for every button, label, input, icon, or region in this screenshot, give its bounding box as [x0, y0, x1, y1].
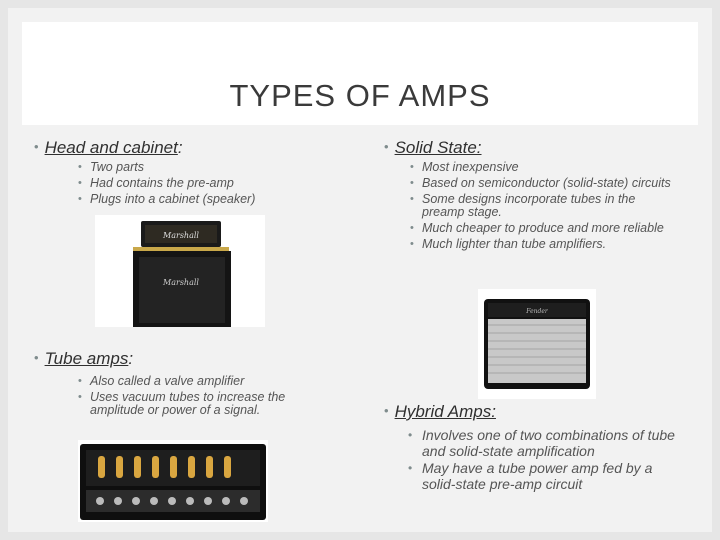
title-box: TYPES OF AMPS	[22, 22, 698, 125]
list-item: Had contains the pre-amp	[78, 177, 255, 191]
bullet-icon: •	[384, 139, 389, 154]
head-cabinet-list: Two parts Had contains the pre-amp Plugs…	[78, 161, 255, 209]
list-item: Much cheaper to produce and more reliabl…	[410, 222, 680, 236]
list-item: Also called a valve amplifier	[78, 375, 333, 389]
list-item: May have a tube power amp fed by a solid…	[408, 460, 688, 492]
combo-amp-image: Fender	[478, 289, 596, 399]
head-cabinet-colon: :	[177, 138, 183, 157]
list-item: Two parts	[78, 161, 255, 175]
list-item: Much lighter than tube amplifiers.	[410, 238, 680, 252]
marshall-logo-cab: Marshall	[162, 278, 199, 287]
slide-title: TYPES OF AMPS	[229, 78, 491, 113]
bullet-icon: •	[384, 403, 389, 418]
head-cabinet-title: Head and cabinet	[44, 138, 178, 157]
list-item: Most inexpensive	[410, 161, 680, 175]
list-item: Uses vacuum tubes to increase the amplit…	[78, 391, 333, 417]
list-item: Plugs into a cabinet (speaker)	[78, 193, 255, 207]
tube-heading: • Tube amps:	[34, 349, 133, 369]
hybrid-list: Involves one of two combinations of tube…	[408, 427, 688, 493]
tube-colon: :	[128, 349, 134, 368]
tube-list: Also called a valve amplifier Uses vacuu…	[78, 375, 333, 420]
hybrid-title: Hybrid Amps:	[394, 402, 496, 421]
hybrid-heading: • Hybrid Amps:	[384, 402, 496, 422]
solid-state-list: Most inexpensive Based on semiconductor …	[410, 161, 680, 254]
solid-state-title: Solid State:	[394, 138, 482, 157]
bullet-icon: •	[34, 350, 39, 365]
list-item: Based on semiconductor (solid-state) cir…	[410, 177, 680, 191]
tube-amp-image	[78, 440, 268, 522]
list-item: Some designs incorporate tubes in the pr…	[410, 193, 680, 219]
head-cabinet-heading: • Head and cabinet:	[34, 138, 183, 158]
solid-state-heading: • Solid State:	[384, 138, 482, 158]
tube-title: Tube amps	[44, 349, 129, 368]
list-item: Involves one of two combinations of tube…	[408, 427, 688, 459]
fender-logo: Fender	[525, 308, 549, 315]
marshall-stack-image: Marshall Marshall	[95, 215, 265, 327]
bullet-icon: •	[34, 139, 39, 154]
marshall-logo-head: Marshall	[162, 231, 199, 240]
